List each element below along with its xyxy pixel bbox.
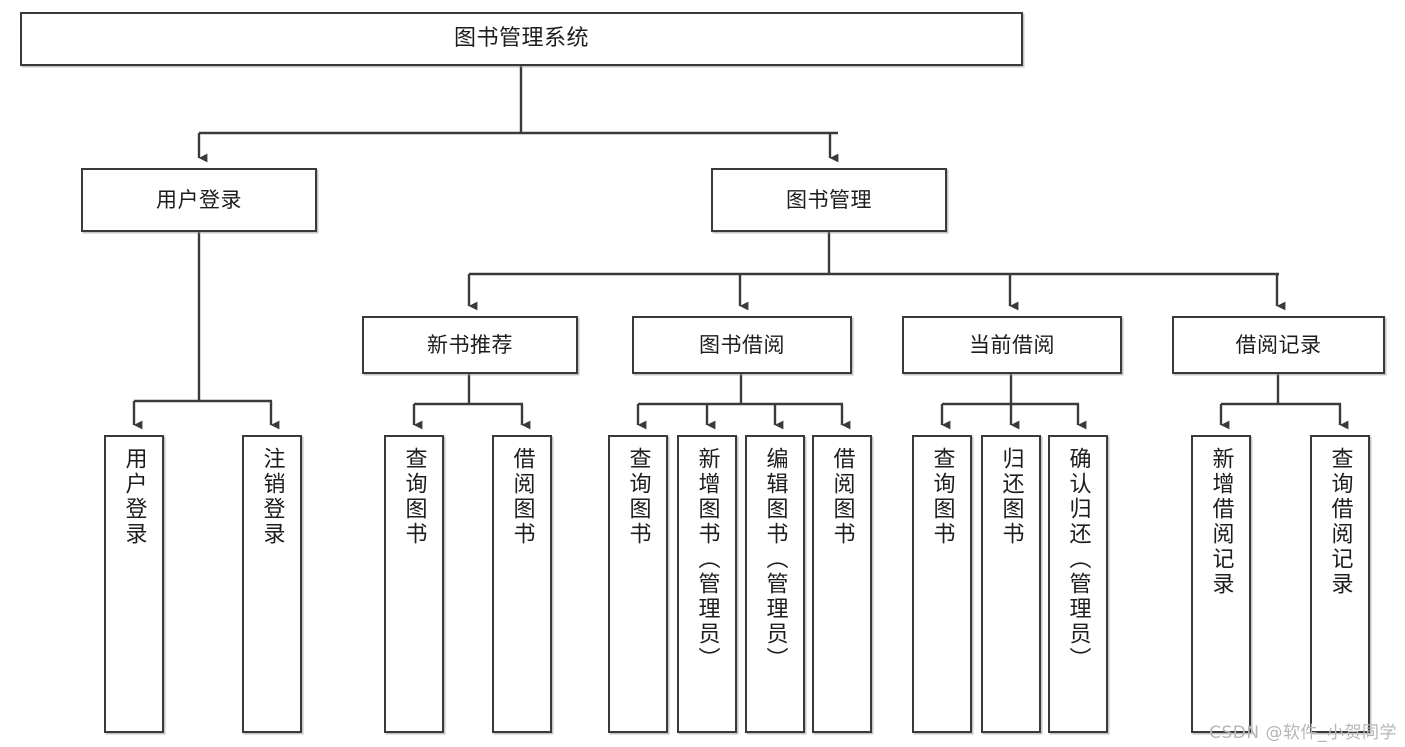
node-label: 用户登录: [156, 187, 242, 212]
node-label: 图书管理系统: [453, 26, 589, 52]
node-label: 图书管理: [786, 187, 872, 212]
node-book-management[interactable]: 图书管理: [711, 168, 947, 232]
node-book-borrow[interactable]: 图书借阅: [632, 316, 852, 374]
node-label: 当前借阅: [969, 332, 1055, 357]
node-root-book-management-system[interactable]: 图书管理系统: [20, 12, 1023, 66]
node-label: 借阅图书: [829, 447, 855, 547]
node-label: 借阅记录: [1235, 332, 1322, 357]
leaf-book-borrow-query-book[interactable]: 查询图书: [608, 435, 668, 733]
node-label: 查询图书: [625, 447, 651, 547]
leaf-current-borrow-confirm-return-admin[interactable]: 确认归还（管理员）: [1048, 435, 1108, 733]
node-label: 查询图书: [929, 447, 955, 547]
node-label: 新书推荐: [427, 332, 513, 357]
node-new-book-recommend[interactable]: 新书推荐: [362, 316, 578, 374]
leaf-book-borrow-edit-book-admin[interactable]: 编辑图书（管理员）: [745, 435, 805, 733]
leaf-borrow-record-query-record[interactable]: 查询借阅记录: [1310, 435, 1370, 733]
node-current-borrow[interactable]: 当前借阅: [902, 316, 1122, 374]
node-borrow-record[interactable]: 借阅记录: [1172, 316, 1385, 374]
node-label: 确认归还（管理员）: [1065, 447, 1091, 672]
node-label: 图书借阅: [699, 332, 785, 357]
node-label: 编辑图书（管理员）: [762, 447, 788, 672]
leaf-current-borrow-return-book[interactable]: 归还图书: [981, 435, 1041, 733]
node-label: 新增借阅记录: [1208, 447, 1234, 597]
node-label: 归还图书: [998, 447, 1024, 547]
node-label: 用户登录: [121, 447, 147, 547]
node-label: 注销登录: [259, 447, 285, 547]
node-label: 查询借阅记录: [1327, 447, 1353, 597]
leaf-new-book-borrow-book[interactable]: 借阅图书: [492, 435, 552, 733]
node-label: 借阅图书: [509, 447, 535, 547]
node-user-login[interactable]: 用户登录: [81, 168, 317, 232]
leaf-book-borrow-add-book-admin[interactable]: 新增图书（管理员）: [677, 435, 737, 733]
leaf-book-borrow-borrow-book[interactable]: 借阅图书: [812, 435, 872, 733]
leaf-borrow-record-add-record[interactable]: 新增借阅记录: [1191, 435, 1251, 733]
leaf-new-book-query-book[interactable]: 查询图书: [384, 435, 444, 733]
node-label: 查询图书: [401, 447, 427, 547]
leaf-user-login-logout[interactable]: 注销登录: [242, 435, 302, 733]
leaf-user-login-login[interactable]: 用户登录: [104, 435, 164, 733]
csdn-watermark: CSDN @软件_小贺同学: [1209, 723, 1397, 743]
leaf-current-borrow-query-book[interactable]: 查询图书: [912, 435, 972, 733]
node-label: 新增图书（管理员）: [694, 447, 720, 672]
